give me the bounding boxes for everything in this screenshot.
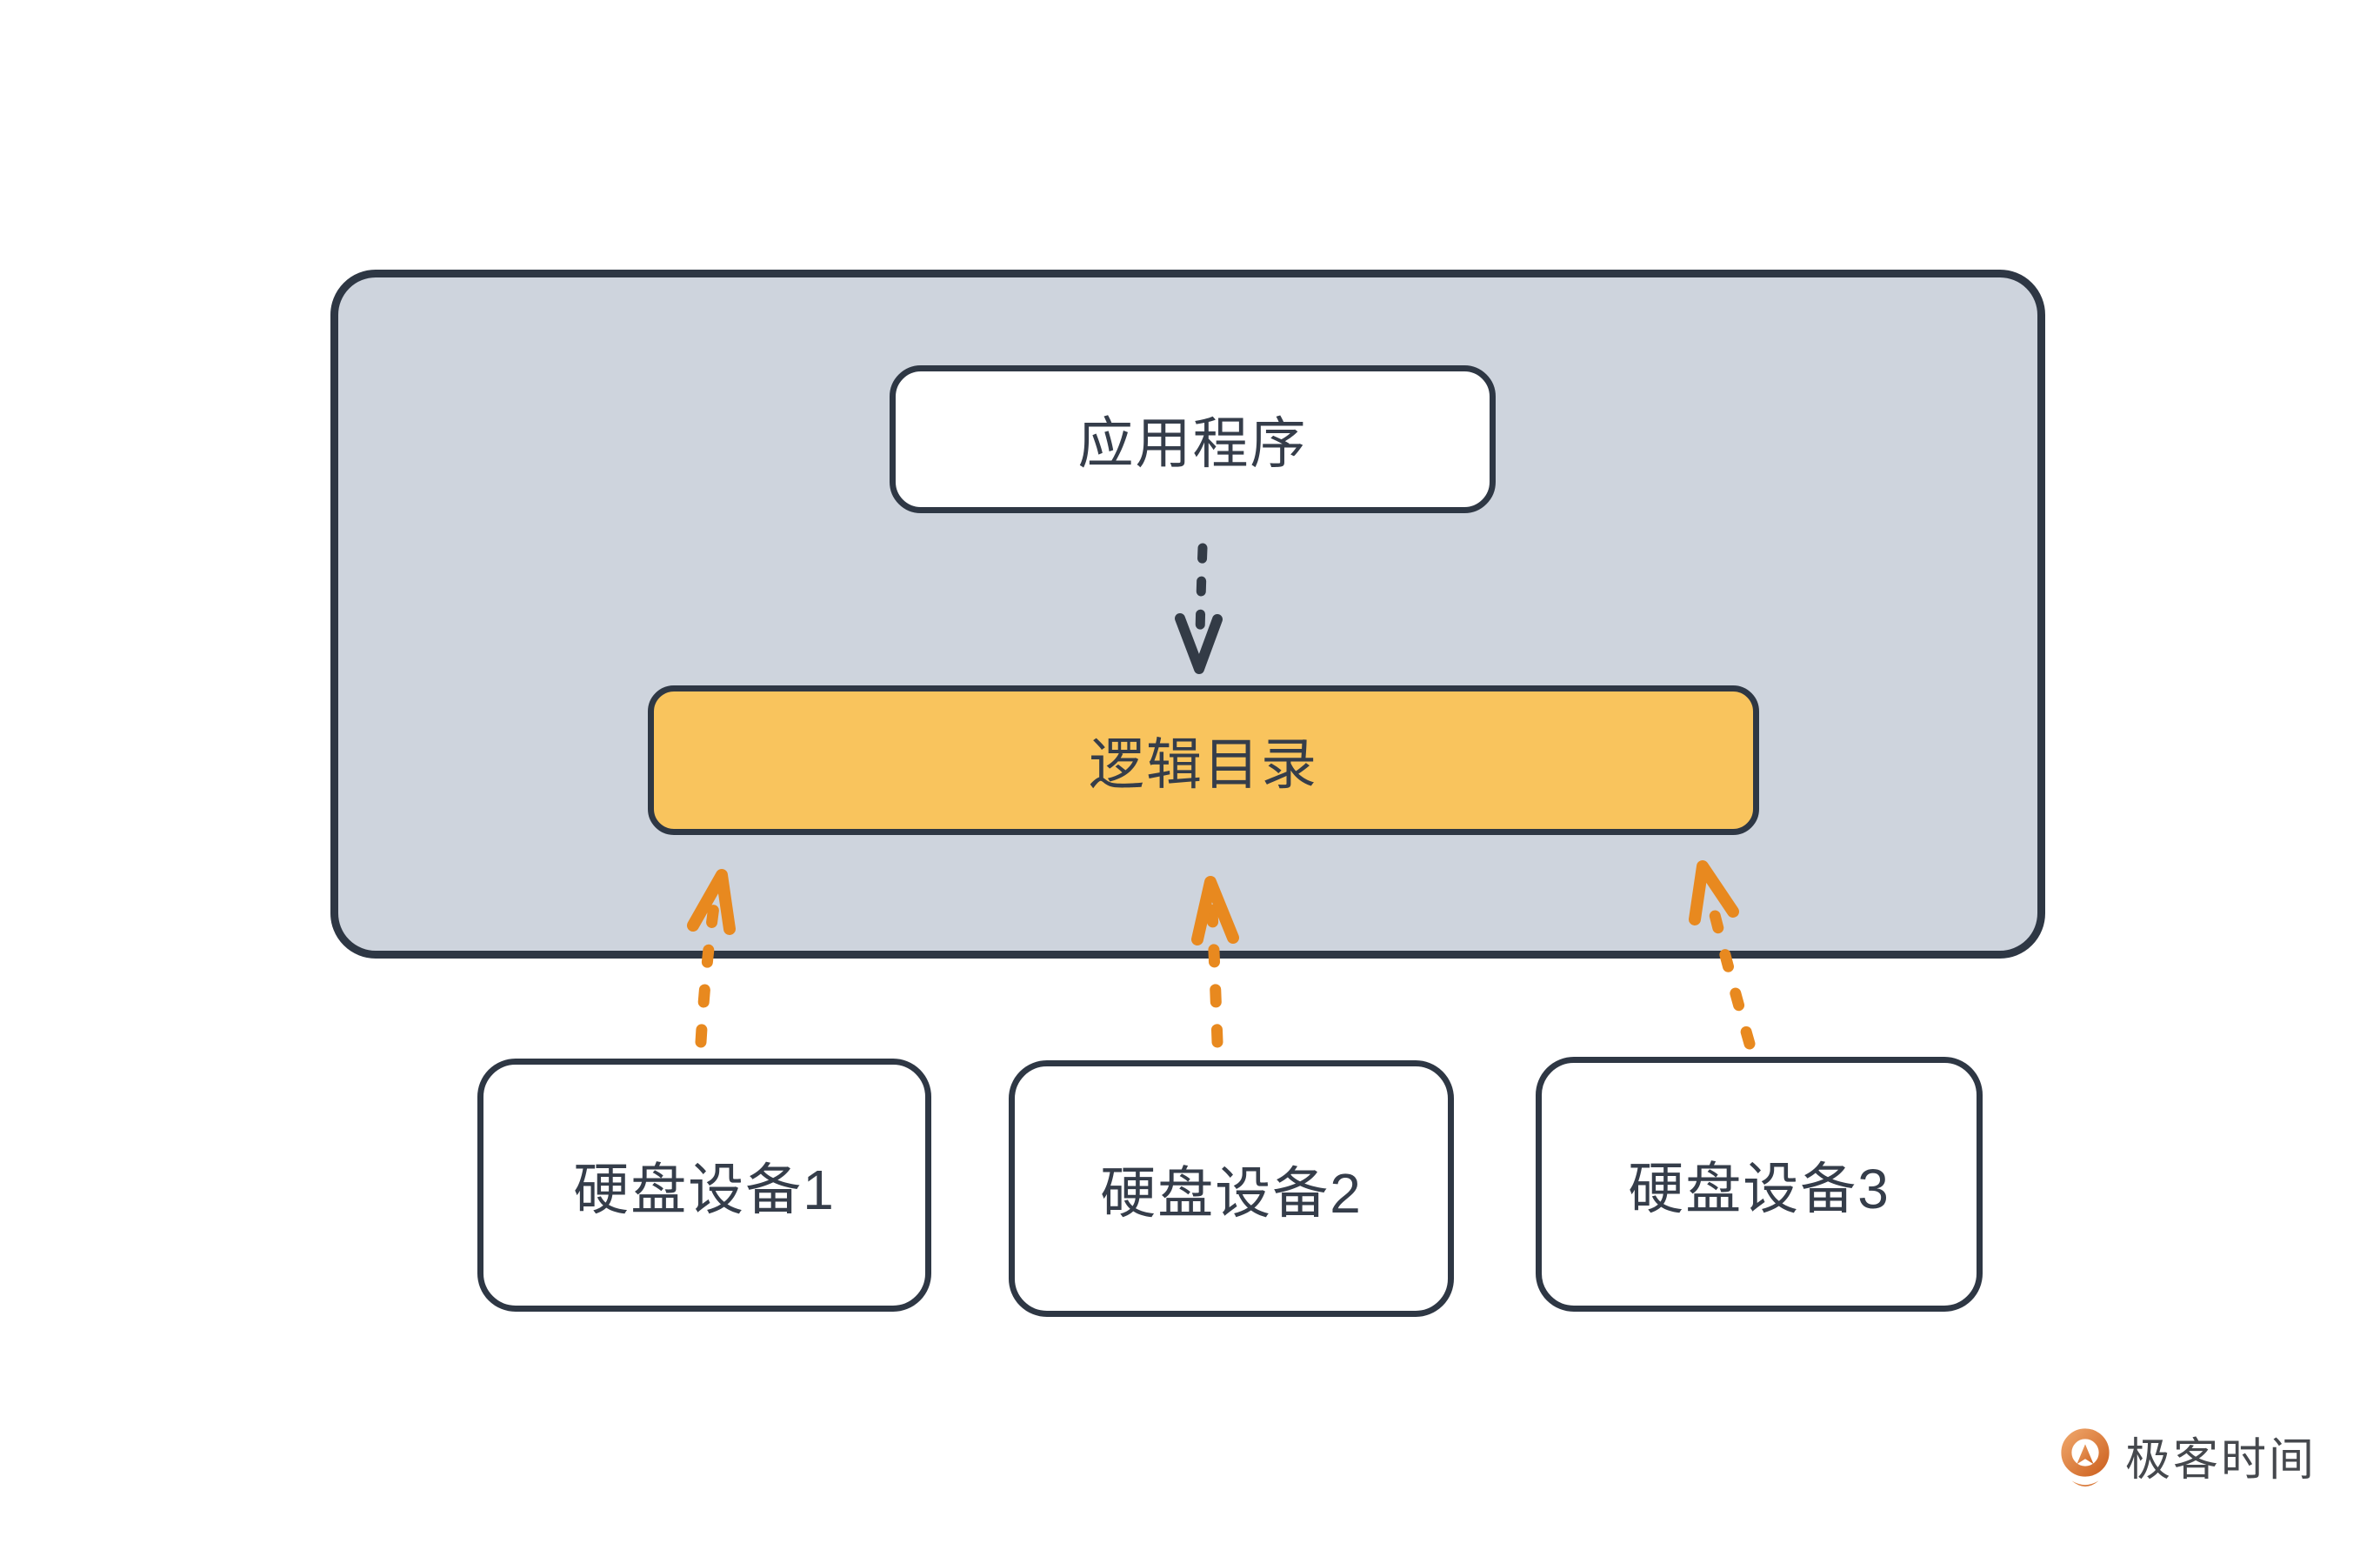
node-disk-device-3: 硬盘设备3 bbox=[1536, 1057, 1983, 1312]
node-logical-directory-label: 逻辑目录 bbox=[1089, 733, 1318, 796]
node-disk-device-2-label: 硬盘设备2 bbox=[1100, 1161, 1363, 1225]
geektime-logo-icon bbox=[2061, 1428, 2110, 1487]
node-disk-device-2: 硬盘设备2 bbox=[1009, 1060, 1454, 1317]
node-disk-device-1: 硬盘设备1 bbox=[477, 1059, 931, 1312]
node-disk-device-3-label: 硬盘设备3 bbox=[1628, 1157, 1890, 1220]
node-application-label: 应用程序 bbox=[1077, 412, 1308, 475]
geektime-logo-text: 极客时间 bbox=[2125, 1435, 2317, 1486]
node-disk-device-1-label: 硬盘设备1 bbox=[573, 1158, 836, 1221]
node-logical-directory: 逻辑目录 bbox=[648, 685, 1759, 835]
brand-logo: 极客时间 bbox=[2059, 1426, 2317, 1494]
node-application: 应用程序 bbox=[890, 365, 1496, 513]
